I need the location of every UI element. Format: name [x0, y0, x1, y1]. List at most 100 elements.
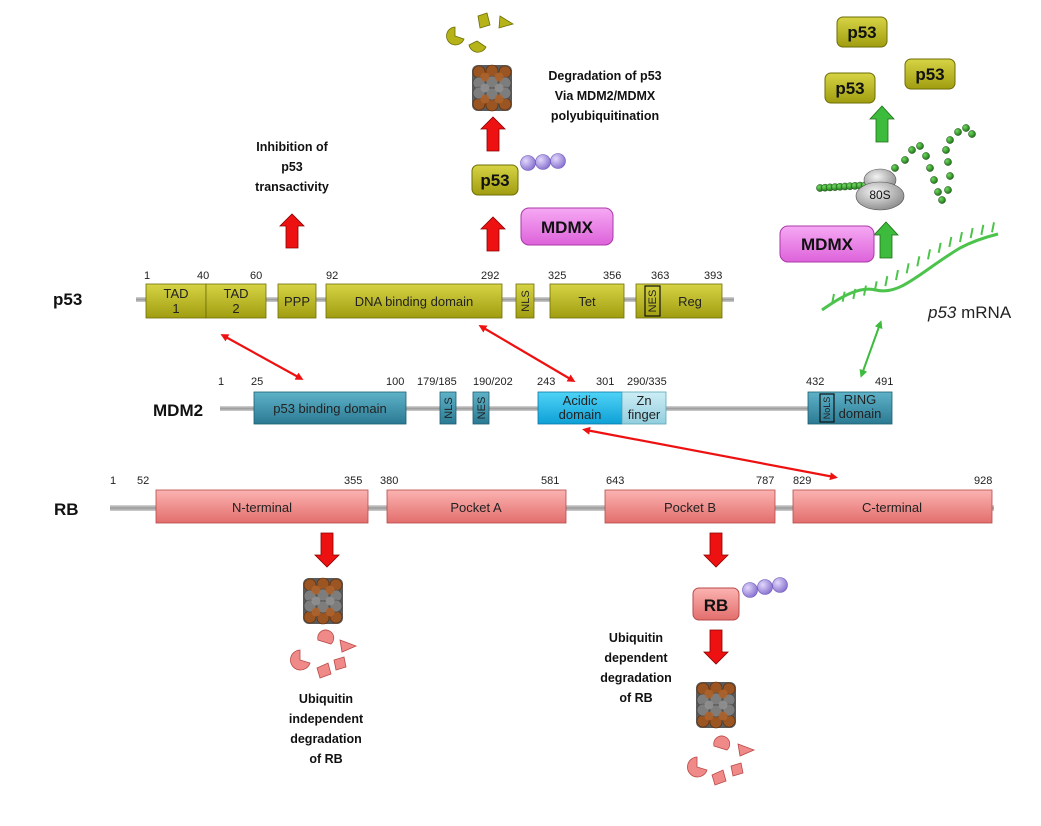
mdm2-p53bd-label: p53 binding domain: [273, 401, 386, 416]
p53-chip-left: p53: [824, 72, 876, 104]
p53-pos-325: 325: [548, 270, 566, 282]
mdm2-zn-finger-domain: Zn finger: [621, 391, 667, 425]
mrna-label-word: mRNA: [956, 303, 1011, 322]
mdm2-acidic-domain: Acidic domain: [537, 391, 623, 425]
amino-acid-bead: [916, 142, 924, 150]
mdmx-chip-center: MDMX: [520, 207, 614, 246]
degradation-line-2: Via MDM2/MDMX: [555, 89, 656, 103]
rb-fragments-left: [290, 629, 358, 679]
ubiquitin-ball: [742, 582, 758, 598]
ribosome-80s: 80S: [855, 168, 905, 211]
translation-arrow-bottom: [873, 221, 899, 259]
rb-chip-label: RB: [704, 596, 729, 615]
mrna-tick: [969, 227, 974, 239]
mrna-tick: [916, 256, 921, 267]
mdm2-nes-label: NES: [476, 397, 488, 420]
p53-nls-domain: NLS: [515, 283, 535, 319]
mrna-tick: [831, 293, 835, 305]
inhibition-line-1: Inhibition of: [256, 140, 328, 154]
arrow-tad-to-p53bd: [220, 334, 304, 380]
arrow-dbd-to-acidic: [478, 324, 576, 383]
p53-chip-ubiquitinated: p53: [471, 164, 519, 196]
p53-pos-363: 363: [651, 270, 669, 282]
amino-acid-bead: [908, 146, 916, 154]
p53-tet-domain: Tet: [549, 283, 625, 319]
p53-label-left: p53: [835, 79, 864, 98]
mdm2-acidic-label: Acidic: [563, 393, 598, 408]
mrna-tick: [991, 222, 995, 233]
mdm2-pos-25: 25: [251, 376, 263, 388]
proteasome-icon: [695, 681, 737, 729]
p53-label: p53: [53, 290, 82, 309]
rb-chip-ubiquitinated: RB: [692, 587, 740, 621]
mdmx-label-center: MDMX: [541, 218, 594, 237]
inhibition-line-3: transactivity: [255, 180, 329, 194]
p53-tad1-domain: TAD 1: [145, 283, 207, 319]
mdm2-p53-binding-domain: p53 binding domain: [253, 391, 407, 425]
mdm2-zn-label: Zn: [636, 393, 651, 408]
mrna-ring-arrow: [859, 320, 883, 378]
p53-ppp-domain: PPP: [277, 283, 317, 319]
ubiq-indep-line-1: Ubiquitin: [299, 692, 353, 706]
mdmx-label-right: MDMX: [801, 235, 854, 254]
mdm2-pos-1: 1: [218, 376, 224, 388]
ubiq-indep-line-4: of RB: [309, 752, 342, 766]
rb-pos-581: 581: [541, 475, 559, 487]
mdm2-nols-label: NoLS: [822, 397, 832, 420]
rb-to-proteasome-arrow: [703, 629, 729, 665]
mdm2-acidic-label-2: domain: [559, 407, 602, 422]
ubiq-dep-line-4: of RB: [619, 691, 652, 705]
p53-nls-label: NLS: [520, 290, 532, 311]
p53-label-top: p53: [847, 23, 876, 42]
p53-mrna-strand: [821, 222, 999, 312]
p53-dna-binding-domain: DNA binding domain: [325, 283, 503, 319]
p53-pos-92: 92: [326, 270, 338, 282]
p53-reg-label: Reg: [678, 294, 702, 309]
ubiq-dep-line-2: dependent: [604, 651, 668, 665]
translation-arrow-top: [869, 105, 895, 143]
mdm2-pos-100: 100: [386, 376, 404, 388]
rb-pos-380: 380: [380, 475, 398, 487]
p53-tet-label: Tet: [578, 294, 596, 309]
amino-acid-bead: [954, 128, 962, 136]
p53-translation-pathway: p53 p53 p53 80S MDMX p53 mRNA: [779, 16, 1012, 322]
p53-ppp-label: PPP: [284, 294, 310, 309]
rb-pos-928: 928: [974, 475, 992, 487]
ubiquitin-chain-p53: [520, 153, 566, 171]
amino-acid-bead: [926, 164, 934, 172]
rb-pocketB-down-arrow: [703, 532, 729, 568]
amino-acid-bead: [901, 156, 909, 164]
mdm2-pos-179-185: 179/185: [417, 376, 457, 388]
p53-label-ubiq: p53: [480, 171, 509, 190]
p53-nes-box: [644, 285, 661, 317]
rb-pocket-a-domain: Pocket A: [386, 489, 567, 524]
proteasome-icon: [471, 64, 513, 112]
p53-tad1-number: 1: [172, 301, 179, 316]
p53-nes-label: NES: [647, 290, 659, 313]
p53-pos-40: 40: [197, 270, 209, 282]
amino-acid-bead: [944, 186, 952, 194]
p53-pos-60: 60: [250, 270, 262, 282]
rb-pos-643: 643: [606, 475, 624, 487]
mdm2-ring-domain: NoLS RING domain: [807, 391, 893, 425]
rb-pos-355: 355: [344, 475, 362, 487]
p53-tad2-number: 2: [232, 301, 239, 316]
mdm2-nls-domain: NLS: [439, 391, 457, 425]
p53-reg-domain: NES Reg: [635, 283, 723, 319]
amino-acid-bead: [942, 146, 950, 154]
mdmx-chip-right: MDMX: [779, 225, 875, 263]
rb-label: RB: [54, 500, 79, 519]
interaction-arrows: [220, 324, 838, 481]
mdm2-pos-190-202: 190/202: [473, 376, 513, 388]
mdm2-nols-box: [819, 393, 835, 423]
mrna-tick: [980, 224, 985, 236]
inhibition-arrow: [279, 213, 305, 249]
amino-acid-bead: [891, 164, 899, 172]
inhibition-annotation: Inhibition of p53 transactivity: [255, 140, 329, 249]
p53-tad2-label: TAD: [223, 286, 248, 301]
ubiquitin-ball: [550, 153, 566, 169]
degradation-line-3: polyubiquitination: [551, 109, 659, 123]
ubiq-dep-line-1: Ubiquitin: [609, 631, 663, 645]
ubiquitin-ball: [520, 155, 536, 171]
